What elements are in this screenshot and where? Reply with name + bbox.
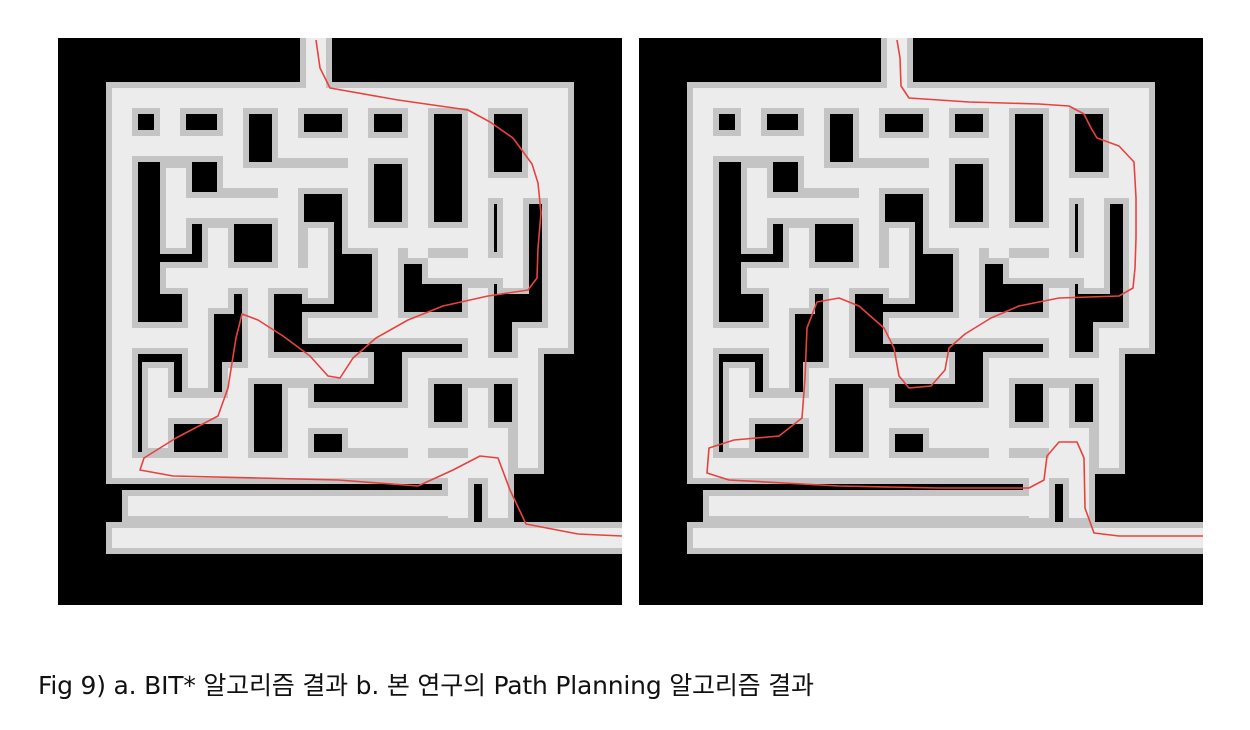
maze-a-canvas	[58, 38, 622, 605]
bit-star-path	[139, 39, 622, 537]
proposed-path	[706, 39, 1203, 537]
maze-figure-a	[58, 38, 622, 605]
maze-corridors	[106, 38, 622, 554]
maze-corridors	[687, 38, 1203, 554]
maze-b-canvas	[639, 38, 1203, 605]
maze-figure-b	[639, 38, 1203, 605]
figure-caption: Fig 9) a. BIT* 알고리즘 결과 b. 본 연구의 Path Pla…	[38, 671, 814, 700]
